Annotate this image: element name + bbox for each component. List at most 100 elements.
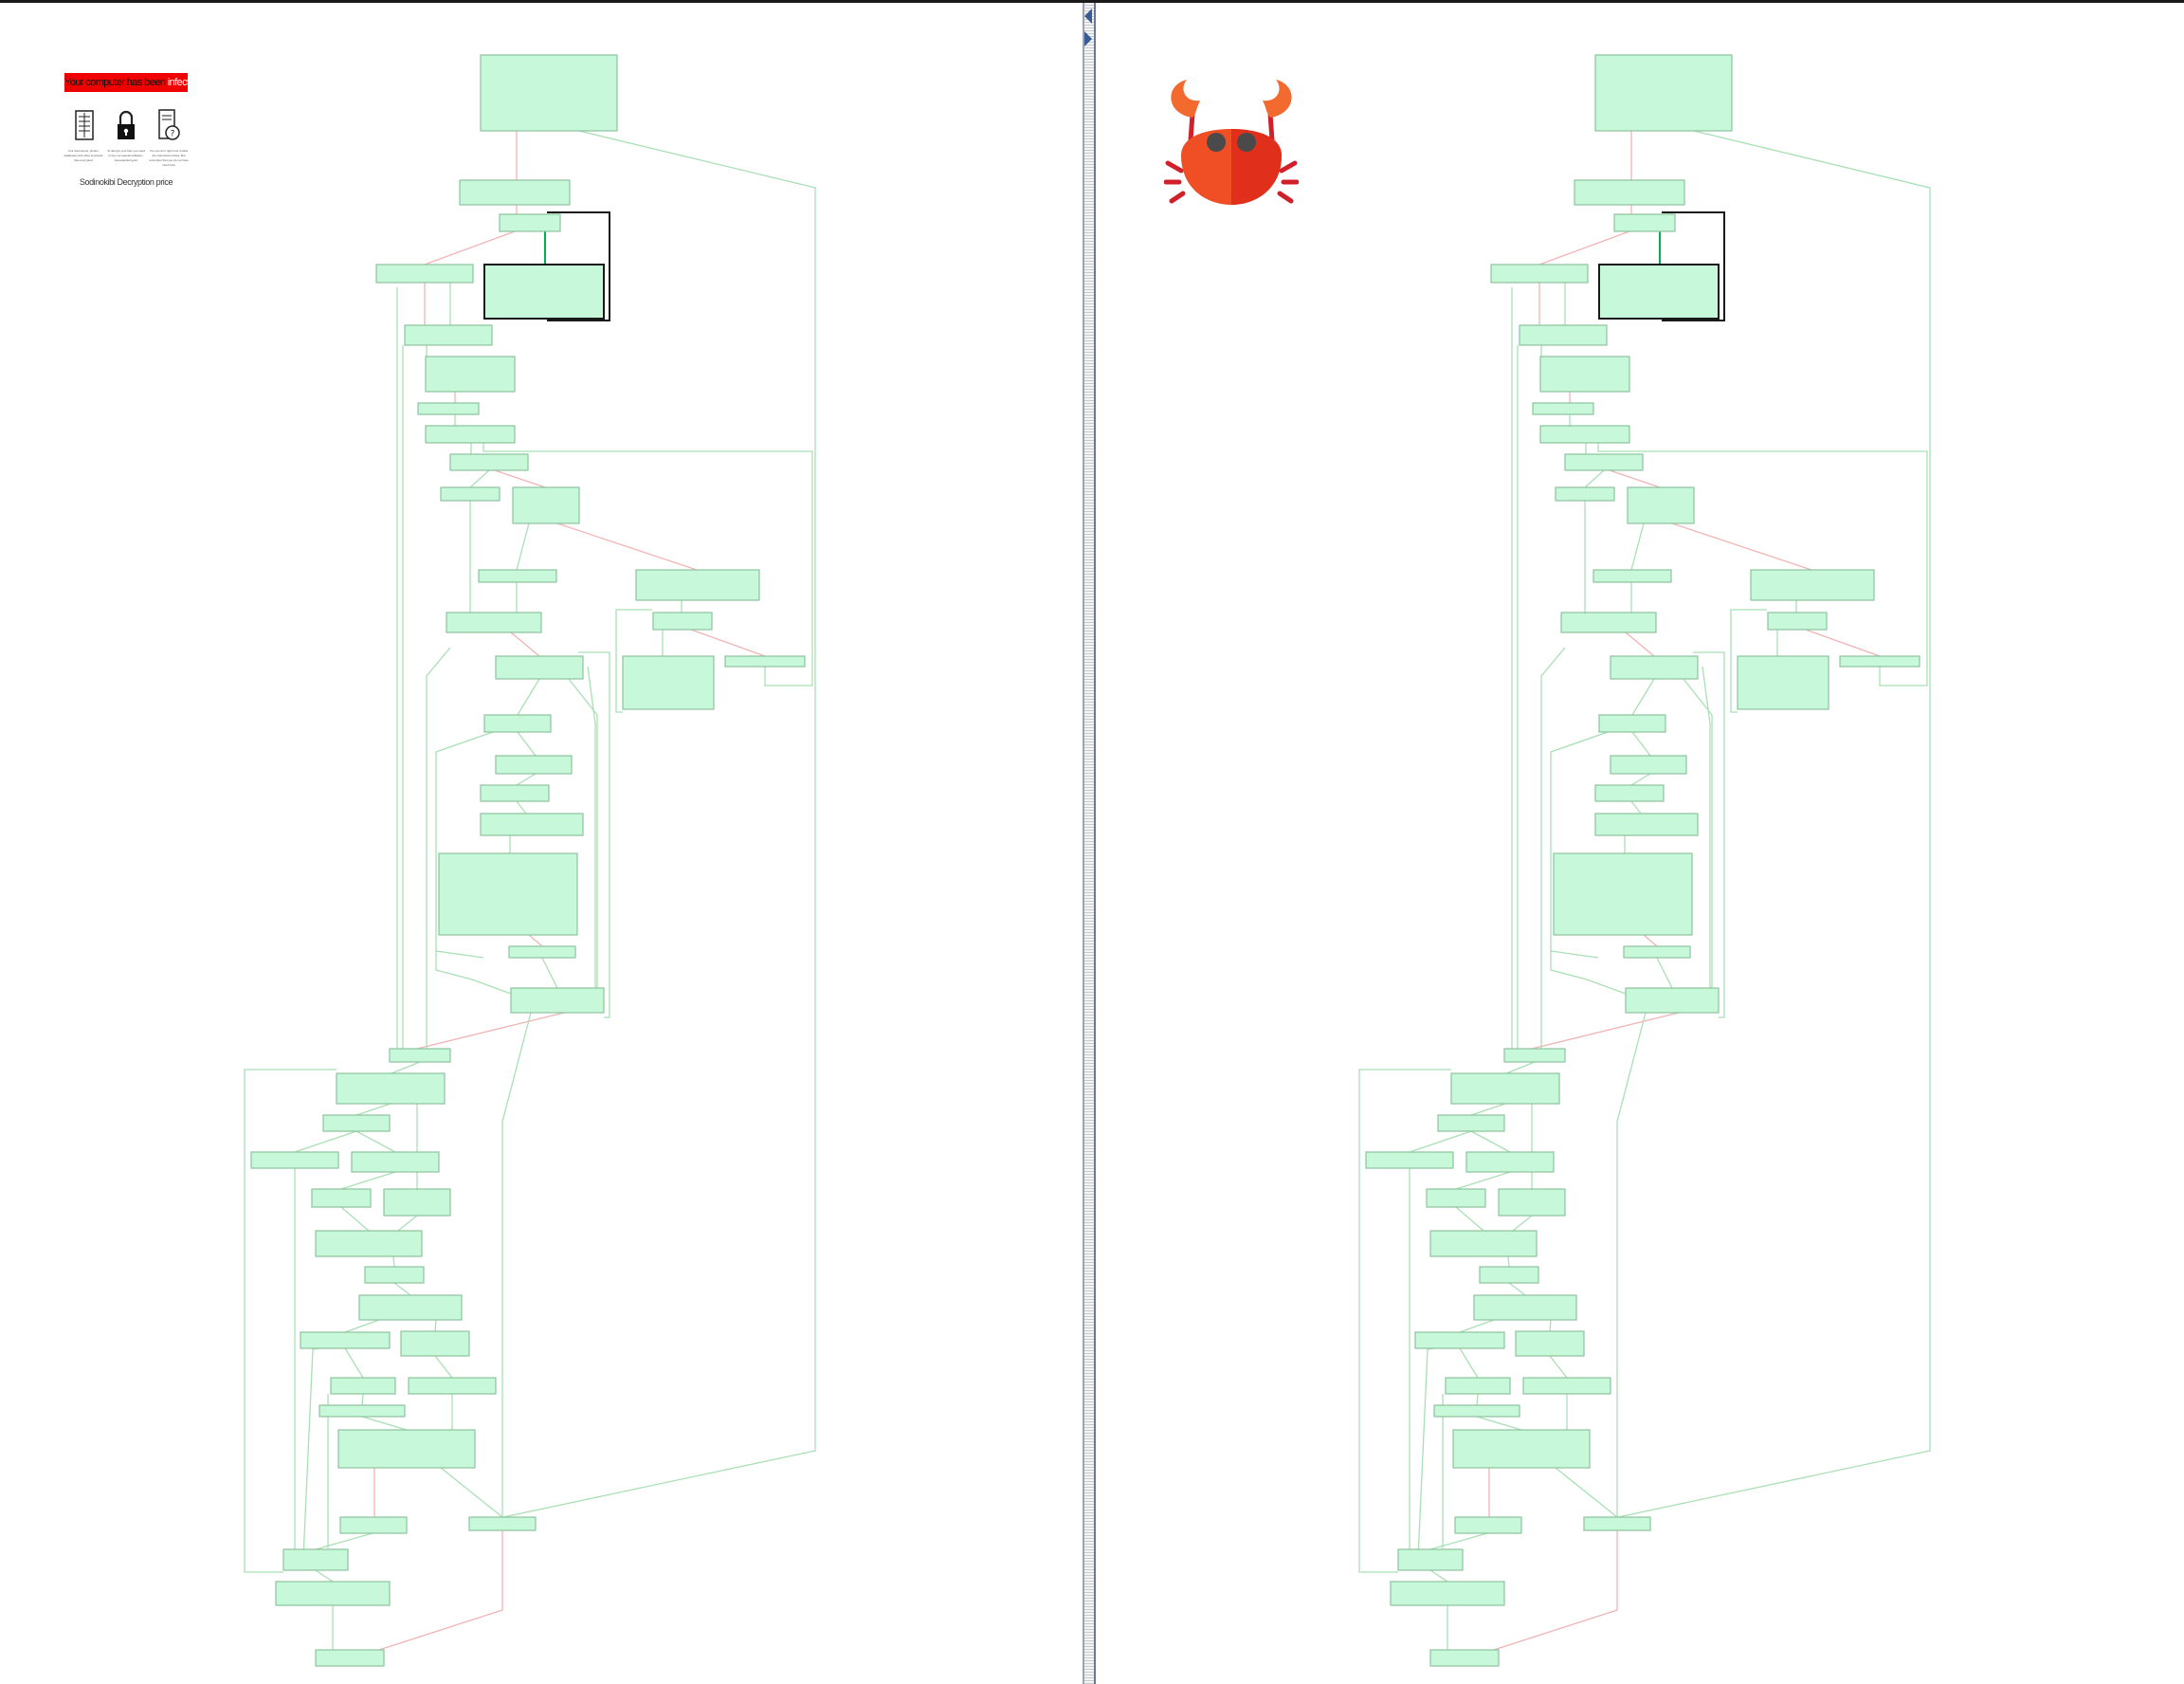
graph-node[interactable]	[1539, 425, 1630, 444]
graph-node[interactable]	[1465, 1151, 1555, 1173]
graph-node[interactable]	[1560, 612, 1657, 633]
graph-node[interactable]	[404, 324, 493, 346]
graph-node[interactable]	[1429, 1649, 1500, 1667]
graph-node[interactable]	[1839, 655, 1920, 668]
graph-node[interactable]	[1623, 945, 1691, 959]
graph-node[interactable]	[318, 1404, 406, 1418]
graph-node[interactable]	[1452, 1429, 1591, 1469]
graph-node[interactable]	[1479, 1266, 1539, 1284]
graph-node[interactable]	[446, 612, 542, 633]
graph-node[interactable]	[1737, 655, 1829, 710]
graph-node[interactable]	[1574, 179, 1685, 206]
graph-node[interactable]	[468, 1516, 537, 1531]
graph-node[interactable]	[1610, 755, 1687, 775]
graph-node[interactable]	[1594, 784, 1665, 802]
graph-node[interactable]	[250, 1151, 339, 1169]
graph-node[interactable]	[1627, 486, 1695, 524]
graph-node[interactable]	[337, 1429, 476, 1469]
graph-view-right[interactable]	[1096, 3, 2184, 1684]
collapse-left-arrow-icon[interactable]	[1084, 9, 1092, 24]
control-flow-graph-right[interactable]	[1096, 3, 2184, 1684]
graph-node[interactable]	[336, 1072, 446, 1105]
graph-node[interactable]	[1490, 264, 1589, 284]
graph-node[interactable]	[1503, 1048, 1566, 1063]
graph-node[interactable]	[275, 1581, 391, 1606]
graph-node[interactable]	[400, 1330, 470, 1357]
graph-node[interactable]	[1365, 1151, 1454, 1169]
graph-node[interactable]	[1437, 1114, 1505, 1132]
graph-node[interactable]	[478, 569, 557, 583]
graph-node[interactable]	[508, 945, 576, 959]
graph-node[interactable]	[512, 486, 580, 524]
graph-node[interactable]	[1625, 987, 1720, 1014]
graph-node[interactable]	[480, 54, 618, 132]
graph-node[interactable]	[1414, 1331, 1505, 1349]
collapse-right-arrow-icon[interactable]	[1084, 31, 1092, 46]
pane-splitter[interactable]	[1083, 3, 1096, 1684]
graph-node[interactable]	[1426, 1188, 1486, 1208]
graph-node[interactable]	[652, 612, 713, 631]
graph-node[interactable]	[375, 264, 474, 284]
graph-node-selected[interactable]	[483, 264, 605, 320]
graph-node[interactable]	[1592, 569, 1672, 583]
graph-node[interactable]	[1445, 1377, 1511, 1395]
graph-node[interactable]	[1598, 714, 1666, 733]
graph-node-selected[interactable]	[1598, 264, 1720, 320]
graph-node[interactable]	[330, 1377, 396, 1395]
graph-node[interactable]	[383, 1188, 451, 1217]
graph-node[interactable]	[459, 179, 571, 206]
graph-node[interactable]	[495, 655, 584, 680]
graph-node[interactable]	[499, 213, 561, 232]
graph-node[interactable]	[495, 755, 573, 775]
graph-node[interactable]	[425, 425, 516, 444]
graph-node[interactable]	[483, 714, 552, 733]
control-flow-graph-left[interactable]	[0, 3, 1083, 1684]
graph-node[interactable]	[315, 1230, 423, 1257]
graph-node[interactable]	[425, 356, 516, 393]
graph-node[interactable]	[724, 655, 806, 668]
graph-node[interactable]	[1429, 1230, 1538, 1257]
graph-node[interactable]	[1750, 569, 1875, 601]
graph-node[interactable]	[1450, 1072, 1560, 1105]
graph-node[interactable]	[408, 1377, 497, 1395]
graph-node[interactable]	[1519, 324, 1608, 346]
graph-node[interactable]	[358, 1294, 463, 1321]
graph-node[interactable]	[1454, 1516, 1522, 1534]
graph-node[interactable]	[364, 1266, 425, 1284]
graph-view-left[interactable]: Your computer has been infected ? Your d…	[0, 3, 1083, 1684]
graph-node[interactable]	[1594, 813, 1699, 836]
graph-node[interactable]	[1767, 612, 1828, 631]
graph-node[interactable]	[1553, 852, 1693, 936]
graph-node[interactable]	[417, 402, 480, 415]
graph-node[interactable]	[438, 852, 578, 936]
graph-node[interactable]	[311, 1188, 372, 1208]
graph-node[interactable]	[622, 655, 715, 710]
graph-node[interactable]	[315, 1649, 385, 1667]
graph-node[interactable]	[1397, 1548, 1464, 1571]
graph-node[interactable]	[449, 453, 529, 471]
graph-node[interactable]	[1390, 1581, 1505, 1606]
graph-node[interactable]	[1498, 1188, 1566, 1217]
graph-node[interactable]	[480, 813, 584, 836]
graph-node[interactable]	[1473, 1294, 1577, 1321]
graph-node[interactable]	[1564, 453, 1644, 471]
graph-node[interactable]	[282, 1548, 349, 1571]
graph-node[interactable]	[1613, 213, 1676, 232]
graph-node[interactable]	[440, 486, 500, 502]
graph-node[interactable]	[635, 569, 760, 601]
graph-node[interactable]	[322, 1114, 391, 1132]
graph-node[interactable]	[1532, 402, 1594, 415]
graph-node[interactable]	[1610, 655, 1699, 680]
graph-node[interactable]	[351, 1151, 440, 1173]
graph-node[interactable]	[1522, 1377, 1611, 1395]
graph-node[interactable]	[1539, 356, 1630, 393]
graph-node[interactable]	[510, 987, 605, 1014]
graph-node[interactable]	[300, 1331, 391, 1349]
graph-node[interactable]	[1594, 54, 1733, 132]
graph-node[interactable]	[339, 1516, 408, 1534]
graph-node[interactable]	[1515, 1330, 1585, 1357]
graph-node[interactable]	[1583, 1516, 1651, 1531]
graph-node[interactable]	[389, 1048, 451, 1063]
graph-node[interactable]	[1555, 486, 1615, 502]
graph-node[interactable]	[1433, 1404, 1520, 1418]
